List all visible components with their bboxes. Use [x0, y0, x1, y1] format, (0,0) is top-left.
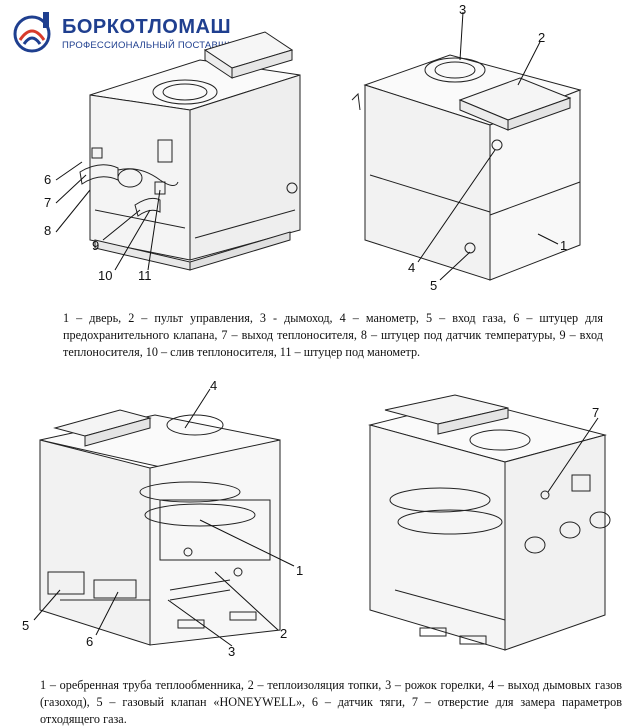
callout-3: 3: [459, 2, 466, 17]
boiler-rear-right-view: [351, 54, 582, 281]
callout-b6: 6: [86, 634, 93, 649]
brand-emblem-icon: [13, 12, 51, 53]
callout-5: 5: [430, 278, 437, 293]
callout-11: 11: [138, 268, 152, 283]
callout-4: 4: [408, 260, 415, 275]
callout-1: 1: [560, 238, 567, 253]
callout-b4: 4: [210, 378, 217, 393]
boiler-front-left-view: [79, 31, 301, 271]
brand-logo: БОРКОТЛОМАШ ПРОФЕССИОНАЛЬНЫЙ ПОСТАВЩИК: [10, 10, 250, 56]
figure-bottom-caption: 1 – оребренная труба теплообменника, 2 –…: [40, 678, 622, 726]
callout-b1: 1: [296, 563, 303, 578]
brand-tagline: ПРОФЕССИОНАЛЬНЫЙ ПОСТАВЩИК: [62, 40, 240, 51]
brand-name: БОРКОТЛОМАШ: [62, 16, 232, 38]
callout-10: 10: [98, 268, 112, 283]
callout-7: 7: [44, 195, 51, 210]
boiler-cutaway-front-view: [39, 409, 281, 646]
callout-9: 9: [92, 238, 99, 253]
callout-b7: 7: [592, 405, 599, 420]
callout-6: 6: [44, 172, 51, 187]
callout-b2: 2: [280, 626, 287, 641]
callout-b3: 3: [228, 644, 235, 659]
callout-2: 2: [538, 30, 545, 45]
callout-b5: 5: [22, 618, 29, 633]
boiler-cutaway-rear-view: [368, 394, 611, 651]
callout-8: 8: [44, 223, 51, 238]
figure-top-caption: 1 – дверь, 2 – пульт управления, 3 - дым…: [63, 311, 603, 359]
